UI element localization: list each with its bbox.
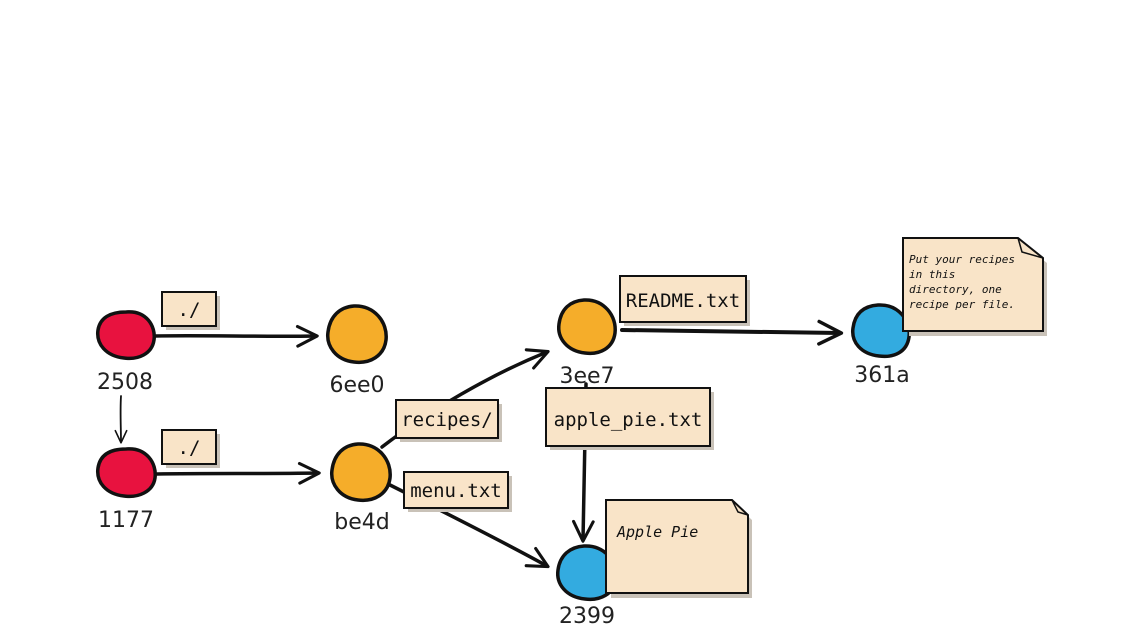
node-2508: 2508 <box>96 310 156 395</box>
node-id-label: 1177 <box>98 508 154 533</box>
edge-label-1177-be4d: ./ <box>161 429 220 468</box>
edge-label-2508-6ee0: ./ <box>161 291 220 330</box>
node-3ee7: 3ee7 <box>557 298 617 389</box>
node-id-label: 2399 <box>559 604 615 629</box>
note-line: recipe per file. <box>909 298 1015 311</box>
node-6ee0: 6ee0 <box>326 304 388 398</box>
edge-label-text: apple_pie.txt <box>554 409 703 431</box>
tree-node-shape <box>330 442 392 503</box>
blob-node-shape <box>851 303 911 359</box>
note-readme-content: Put your recipes in this directory, one … <box>902 237 1047 336</box>
edge-label-text: menu.txt <box>410 480 502 502</box>
edge-label-text: README.txt <box>626 290 740 312</box>
node-be4d: be4d <box>330 442 392 535</box>
note-line: directory, one <box>909 283 1002 296</box>
edge-label-3ee7-2399: apple_pie.txt <box>545 387 714 450</box>
node-id-label: be4d <box>334 510 389 535</box>
note-apple-pie-content: Apple Pie <box>605 499 752 598</box>
node-id-label: 2508 <box>97 370 153 395</box>
edge-label-text: ./ <box>178 299 201 321</box>
node-id-label: 6ee0 <box>329 373 384 398</box>
edge-3ee7-to-361a <box>620 319 844 346</box>
node-id-label: 361a <box>854 363 909 388</box>
note-line: in this <box>909 268 955 281</box>
edge-2508-to-6ee0 <box>153 324 319 348</box>
edge-label-3ee7-361a: README.txt <box>619 275 750 326</box>
edge-1177-to-be4d <box>155 461 321 485</box>
node-id-label: 3ee7 <box>559 364 614 389</box>
node-1177: 1177 <box>96 447 157 533</box>
edge-label-text: ./ <box>178 437 201 459</box>
edge-label-be4d-3ee7: recipes/ <box>395 399 502 442</box>
edge-label-be4d-2399: menu.txt <box>403 471 512 512</box>
commit-node-shape <box>96 310 156 361</box>
node-2399: 2399 <box>556 544 618 629</box>
edge-label-text: recipes/ <box>401 409 493 431</box>
tree-node-shape <box>326 304 388 365</box>
note-line: Put your recipes <box>909 253 1015 266</box>
note-line: Apple Pie <box>616 523 698 541</box>
tree-node-shape <box>557 298 617 356</box>
commit-node-shape <box>96 447 157 499</box>
node-361a: 361a <box>851 303 911 388</box>
